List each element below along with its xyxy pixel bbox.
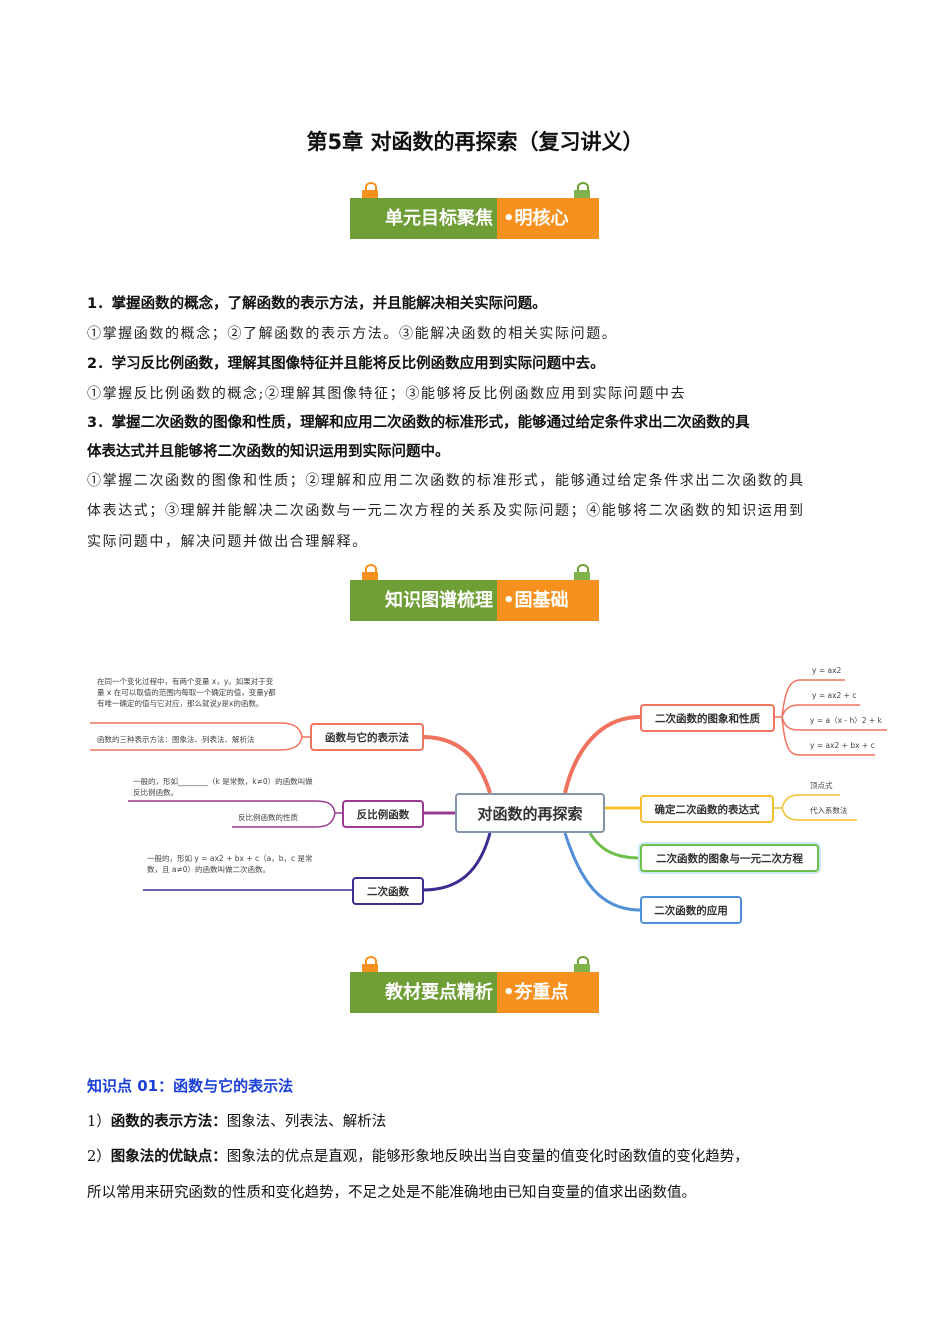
- banner-main: 知识图谱梳理: [350, 580, 497, 621]
- item-number: 1）: [87, 1114, 111, 1130]
- banner-tag: •明核心: [497, 198, 599, 239]
- banner-main: 单元目标聚焦: [350, 198, 497, 239]
- mindmap-node: 函数与它的表示法: [310, 723, 424, 751]
- mindmap-note: 函数的三种表示方法：图象法、列表法、解析法: [97, 735, 255, 744]
- mindmap-leaf: y = a（x - h）2 + k: [810, 716, 882, 725]
- mindmap-center-node: 对函数的再探索: [455, 793, 605, 833]
- item-term: 函数的表示方法：: [110, 1114, 227, 1130]
- banner-tag: •固基础: [497, 580, 599, 621]
- mindmap-leaf: y = ax2 + bx + c: [810, 741, 875, 750]
- knowledge-item: 1）函数的表示方法：图象法、列表法、解析法: [87, 1110, 386, 1131]
- mindmap-node: 确定二次函数的表达式: [640, 795, 774, 823]
- mindmap-leaf: y = ax2 + c: [812, 691, 857, 700]
- knowledge-item: 2）图象法的优缺点：图象法的优点是直观，能够形象地反映出当自变量的值变化时函数值…: [87, 1145, 749, 1166]
- goal-detail: 实际问题中，解决问题并做出合理解释。: [87, 534, 368, 550]
- goal-detail: 体表达式；③理解并能解决二次函数与一元二次方程的关系及实际问题；④能够将二次函数…: [87, 503, 805, 519]
- section-banner-map: 知识图谱梳理 •固基础: [350, 564, 599, 621]
- page-title: 第5章 对函数的再探索（复习讲义）: [306, 130, 644, 154]
- mindmap-node: 二次函数: [352, 877, 424, 905]
- goal-heading: 2．学习反比例函数，理解其图像特征并且能将反比例函数应用到实际问题中去。: [87, 356, 605, 372]
- mindmap-note: 一般的，形如________（k 是常数，k≠0）的函数叫做反比例函数。: [133, 777, 313, 797]
- mindmap-note: 在同一个变化过程中，有两个变量 x，y。如果对于变量 x 在可以取值的范围内每取…: [97, 677, 276, 708]
- goal-heading: 体表达式并且能够将二次函数的知识运用到实际问题中。: [87, 444, 450, 460]
- mindmap-node: 二次函数的图象和性质: [640, 704, 775, 732]
- mindmap-leaf: 代入系数法: [810, 806, 848, 815]
- goal-detail: ①掌握函数的概念；②了解函数的表示方法。③能解决函数的相关实际问题。: [87, 326, 618, 342]
- mindmap-node: 反比例函数: [342, 800, 424, 828]
- goal-detail: ①掌握二次函数的图像和性质；②理解和应用二次函数的标准形式，能够通过给定条件求出…: [87, 473, 805, 489]
- mindmap-note: 一般的，形如 y = ax2 + bx + c（a，b，c 是常数，且 a≠0）…: [147, 854, 313, 874]
- banner-main: 教材要点精析: [350, 972, 497, 1013]
- banner-tag: •夯重点: [497, 972, 599, 1013]
- goal-heading: 1．掌握函数的概念，了解函数的表示方法，并且能解决相关实际问题。: [87, 296, 547, 312]
- section-banner-key-points: 教材要点精析 •夯重点: [350, 956, 599, 1013]
- item-number: 2）: [87, 1149, 111, 1165]
- knowledge-heading: 知识点 01：函数与它的表示法: [87, 1077, 294, 1095]
- goal-heading: 3．掌握二次函数的图像和性质，理解和应用二次函数的标准形式，能够通过给定条件求出…: [87, 415, 750, 431]
- mindmap-node: 二次函数的应用: [640, 896, 742, 924]
- item-text: 图象法、列表法、解析法: [226, 1114, 387, 1130]
- item-text: 图象法的优点是直观，能够形象地反映出当自变量的值变化时函数值的变化趋势，: [226, 1149, 749, 1165]
- item-term: 图象法的优缺点：: [110, 1149, 227, 1165]
- mindmap-note: 反比例函数的性质: [238, 813, 298, 822]
- section-banner-goals: 单元目标聚焦 •明核心: [350, 182, 599, 239]
- goal-detail: ①掌握反比例函数的概念;②理解其图像特征；③能够将反比例函数应用到实际问题中去: [87, 386, 687, 402]
- item-text: 所以常用来研究函数的性质和变化趋势，不足之处是不能准确地由已知自变量的值求出函数…: [87, 1185, 696, 1201]
- mindmap-leaf: 顶点式: [810, 781, 833, 790]
- mindmap-node: 二次函数的图象与一元二次方程: [640, 844, 819, 872]
- mindmap-leaf: y = ax2: [812, 666, 842, 675]
